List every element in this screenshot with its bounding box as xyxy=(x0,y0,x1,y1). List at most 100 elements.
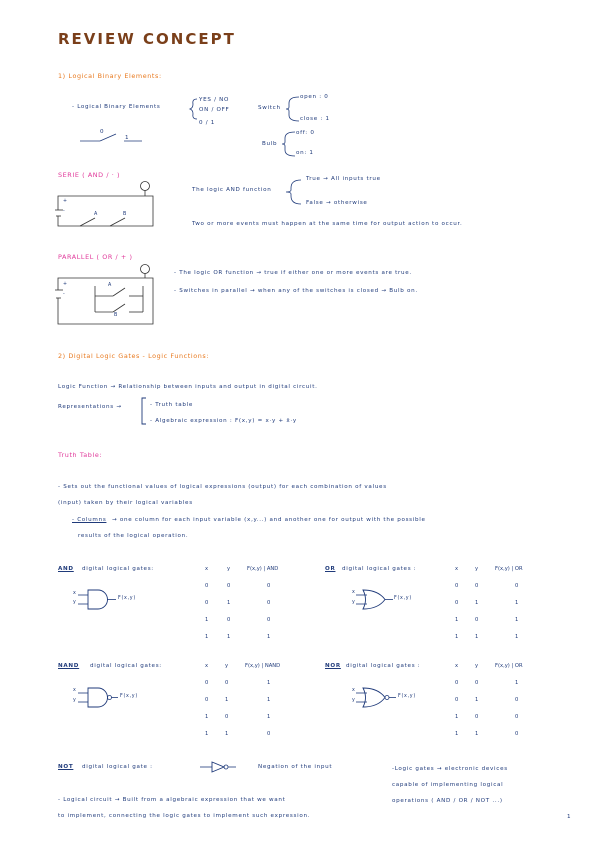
rep-item: - Algebraic expression : F(x,y) = x·y + … xyxy=(150,418,297,424)
or-gate-icon xyxy=(356,589,393,610)
section-1-heading: 1) Logical Binary Elements: xyxy=(58,72,162,80)
table-cell: 1 xyxy=(515,617,519,623)
table-header: x xyxy=(455,663,459,669)
table-cell: 1 xyxy=(267,634,271,640)
table-cell: 0 xyxy=(267,583,271,589)
table-cell: 1 xyxy=(455,634,459,640)
switch-label: Switch xyxy=(258,105,281,111)
and-gate-label: AND xyxy=(58,566,74,572)
table-cell: 1 xyxy=(205,634,209,640)
table-cell: 1 xyxy=(225,731,229,737)
table-cell: 0 xyxy=(205,697,209,703)
table-cell: 1 xyxy=(205,731,209,737)
or-gate-label: OR xyxy=(325,566,336,572)
bulb-label: Bulb xyxy=(262,141,278,147)
logic-gates-note: capable of implementing logical xyxy=(392,782,504,788)
representations-label: Representations → xyxy=(58,404,122,410)
table-cell: 0 xyxy=(515,583,519,589)
nand-y: y xyxy=(73,698,77,703)
page-title: REVIEW CONCEPT xyxy=(58,30,236,48)
and-x: x xyxy=(73,591,77,596)
table-cell: 1 xyxy=(205,617,209,623)
lbe-brace xyxy=(188,98,198,120)
table-cell: 1 xyxy=(227,634,231,640)
bulb-brace xyxy=(281,131,296,157)
table-cell: 0 xyxy=(227,583,231,589)
nor-gate-suffix: digital logical gates : xyxy=(346,663,421,669)
table-cell: 0 xyxy=(227,617,231,623)
bulb-off: off: 0 xyxy=(296,130,315,136)
parallel-heading: PARALLEL ( OR / + ) xyxy=(58,253,133,261)
serie-minus: - xyxy=(63,209,66,214)
table-cell: 0 xyxy=(475,714,479,720)
not-gate-icon xyxy=(200,761,236,773)
table-cell: 1 xyxy=(205,714,209,720)
nand-gate-suffix: digital logical gates: xyxy=(90,663,162,669)
truth-table-line: → one column for each input variable (x,… xyxy=(112,517,426,523)
parallel-b: B xyxy=(114,313,118,318)
table-cell: 0 xyxy=(515,714,519,720)
bulb-on: on: 1 xyxy=(296,150,314,156)
lbe-option: YES / NO xyxy=(199,97,230,103)
and-note: Two or more events must happen at the sa… xyxy=(192,221,463,227)
table-cell: 0 xyxy=(205,680,209,686)
logical-circuit-note: to implement, connecting the logic gates… xyxy=(58,813,311,819)
serie-circuit-drawing xyxy=(55,181,154,227)
table-cell: 1 xyxy=(515,600,519,606)
not-gate-suffix: digital logical gate : xyxy=(82,764,153,770)
nor-gate-icon xyxy=(356,687,396,708)
nor-output: F(x,y) xyxy=(398,694,416,699)
switch-num-0: 0 xyxy=(100,129,105,135)
table-cell: 0 xyxy=(267,731,271,737)
table-cell: 0 xyxy=(205,583,209,589)
table-cell: 0 xyxy=(267,600,271,606)
or-output: F(x,y) xyxy=(394,596,412,601)
truth-table-heading: Truth Table: xyxy=(58,451,103,459)
table-cell: 0 xyxy=(515,697,519,703)
table-header: y xyxy=(475,566,479,572)
table-header: x xyxy=(455,566,459,572)
and-false: False → otherwise xyxy=(306,200,368,206)
nand-gate-label: NAND xyxy=(58,663,80,669)
switch-close: close : 1 xyxy=(300,116,330,122)
table-cell: 1 xyxy=(515,634,519,640)
or-switch-text: - Switches in parallel → when any of the… xyxy=(174,288,418,294)
table-header: y xyxy=(475,663,479,669)
and-gate-icon xyxy=(78,589,116,610)
table-cell: 1 xyxy=(475,731,479,737)
table-cell: 1 xyxy=(475,634,479,640)
rep-item: - Truth table xyxy=(150,402,194,408)
nand-x: x xyxy=(73,688,77,693)
table-cell: 0 xyxy=(455,680,459,686)
and-function-text: The logic AND function xyxy=(192,187,272,193)
table-cell: 0 xyxy=(225,680,229,686)
table-cell: 0 xyxy=(475,617,479,623)
table-cell: 0 xyxy=(455,697,459,703)
representations-bracket xyxy=(141,397,146,425)
table-cell: 0 xyxy=(455,600,459,606)
truth-table-line: results of the logical operation. xyxy=(78,533,189,539)
table-header: F(x,y) | NAND xyxy=(245,663,281,669)
nor-x: x xyxy=(352,688,356,693)
logical-circuit-note: - Logical circuit → Built from a algebra… xyxy=(58,797,286,803)
table-cell: 0 xyxy=(475,680,479,686)
table-cell: 0 xyxy=(267,617,271,623)
or-y: y xyxy=(352,600,356,605)
logic-function-text: Logic Function → Relationship between in… xyxy=(58,384,318,390)
switch-brace xyxy=(285,96,300,122)
table-cell: 1 xyxy=(267,714,271,720)
switch-num-1: 1 xyxy=(125,135,130,141)
serie-heading: SERIE ( AND / · ) xyxy=(58,171,121,179)
lbe-option: ON / OFF xyxy=(199,107,230,113)
table-cell: 1 xyxy=(515,680,519,686)
table-cell: 1 xyxy=(475,697,479,703)
table-cell: 0 xyxy=(225,714,229,720)
nor-y: y xyxy=(352,698,356,703)
section-2-heading: 2) Digital Logic Gates - Logic Functions… xyxy=(58,352,210,360)
nand-gate-icon xyxy=(78,687,118,708)
switch-symbol-drawing xyxy=(80,133,142,142)
table-cell: 0 xyxy=(205,600,209,606)
table-header: y xyxy=(225,663,229,669)
table-cell: 0 xyxy=(515,731,519,737)
lbe-label: - Logical Binary Elements xyxy=(72,104,161,110)
